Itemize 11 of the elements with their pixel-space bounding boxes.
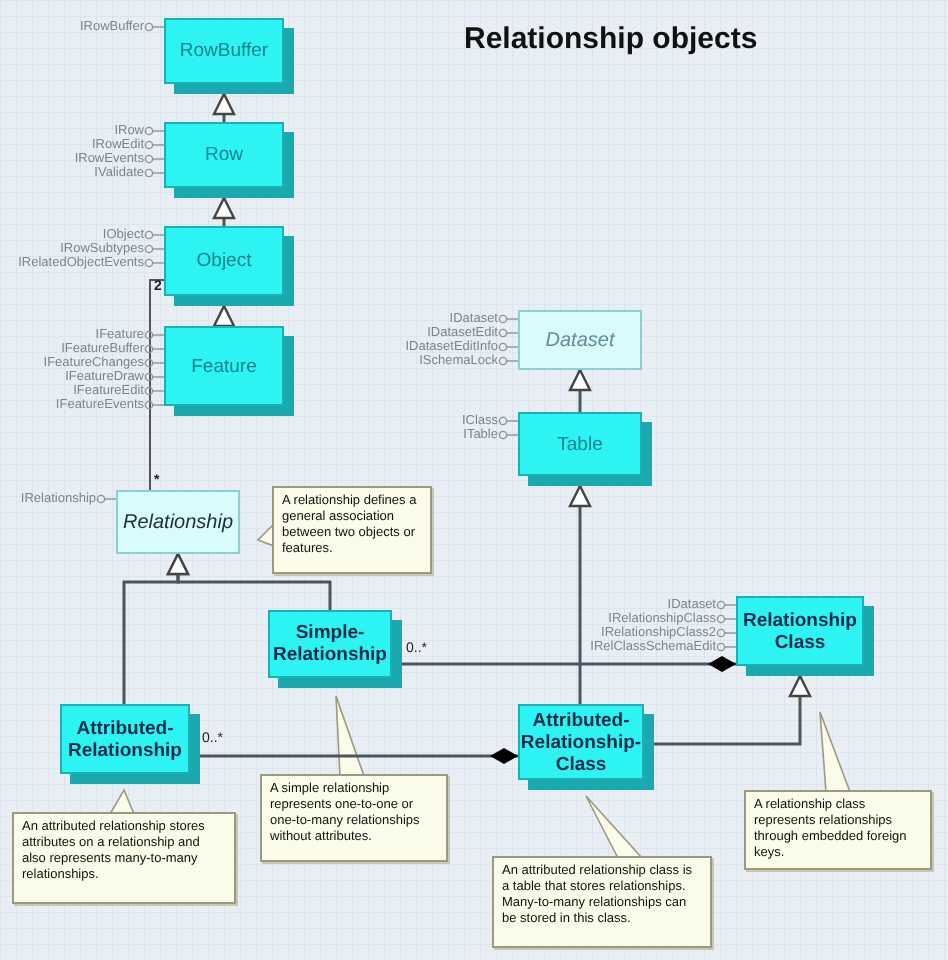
inheritance-arrow xyxy=(122,552,190,704)
abstract-class-box: Dataset xyxy=(518,310,642,370)
inheritance-arrow xyxy=(212,92,236,122)
association-line xyxy=(149,279,165,491)
title: Relationship objects xyxy=(464,20,758,60)
inheritance-arrow xyxy=(568,484,592,704)
abstract-class-box: Relationship xyxy=(116,490,240,554)
inheritance-arrow xyxy=(654,674,812,746)
inheritance-arrow xyxy=(212,304,236,328)
inheritance-arrow xyxy=(212,196,236,226)
inheritance-arrow xyxy=(568,368,592,412)
